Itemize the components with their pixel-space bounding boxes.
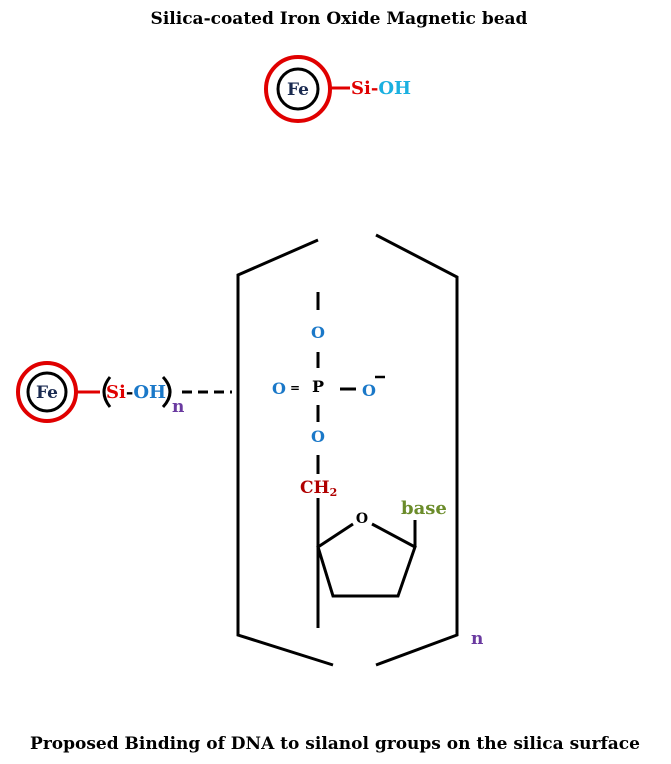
repeat-bracket-left [102, 376, 112, 408]
magnetic-bead-top: Fe Si-OH [264, 55, 411, 123]
phosphorus: P [312, 377, 324, 396]
diagram-title: Silica-coated Iron Oxide Magnetic bead [151, 9, 528, 29]
nucleotide-repeat-n: n [471, 629, 483, 649]
si-oh-dash: - [371, 78, 378, 99]
ring-oxygen: O [356, 511, 368, 527]
nucleotide-repeat-bracket [236, 233, 459, 667]
oh-label: OH [133, 382, 166, 403]
iron-oxide-core [26, 371, 68, 413]
ch2-subscript: 2 [330, 486, 338, 499]
magnetic-bead-bound: Fe Si-OH n [16, 361, 184, 423]
bracket-right [375, 233, 459, 667]
bracket-left [236, 238, 334, 667]
oxygen-bottom: O [311, 427, 325, 446]
fe-label: Fe [36, 383, 58, 403]
phosphate-group: O O = P O O [272, 292, 385, 474]
oxygen-double: O [272, 379, 286, 398]
silanol-repeat-n: n [172, 397, 184, 417]
oh-label: OH [378, 78, 411, 99]
repeat-bracket-right [161, 375, 172, 409]
deoxyribose-sugar: CH2 O base [300, 478, 447, 628]
diagram-caption: Proposed Binding of DNA to silanol group… [30, 734, 640, 754]
double-bond-sign: = [290, 381, 300, 395]
iron-oxide-core [276, 67, 320, 111]
sugar-ring [316, 522, 417, 598]
si-label: Si [106, 382, 126, 403]
ch2-label: CH [300, 478, 330, 498]
si-oh-dash: - [126, 382, 133, 403]
silanol-group: Si-OH [106, 382, 166, 403]
oxygen-anion: O [362, 381, 376, 400]
silanol-group: Si-OH [351, 78, 411, 99]
ch2-group: CH2 [300, 478, 337, 499]
si-label: Si [351, 78, 371, 99]
base-label: base [401, 498, 447, 519]
oxygen-top: O [311, 323, 325, 342]
fe-label: Fe [287, 80, 309, 100]
